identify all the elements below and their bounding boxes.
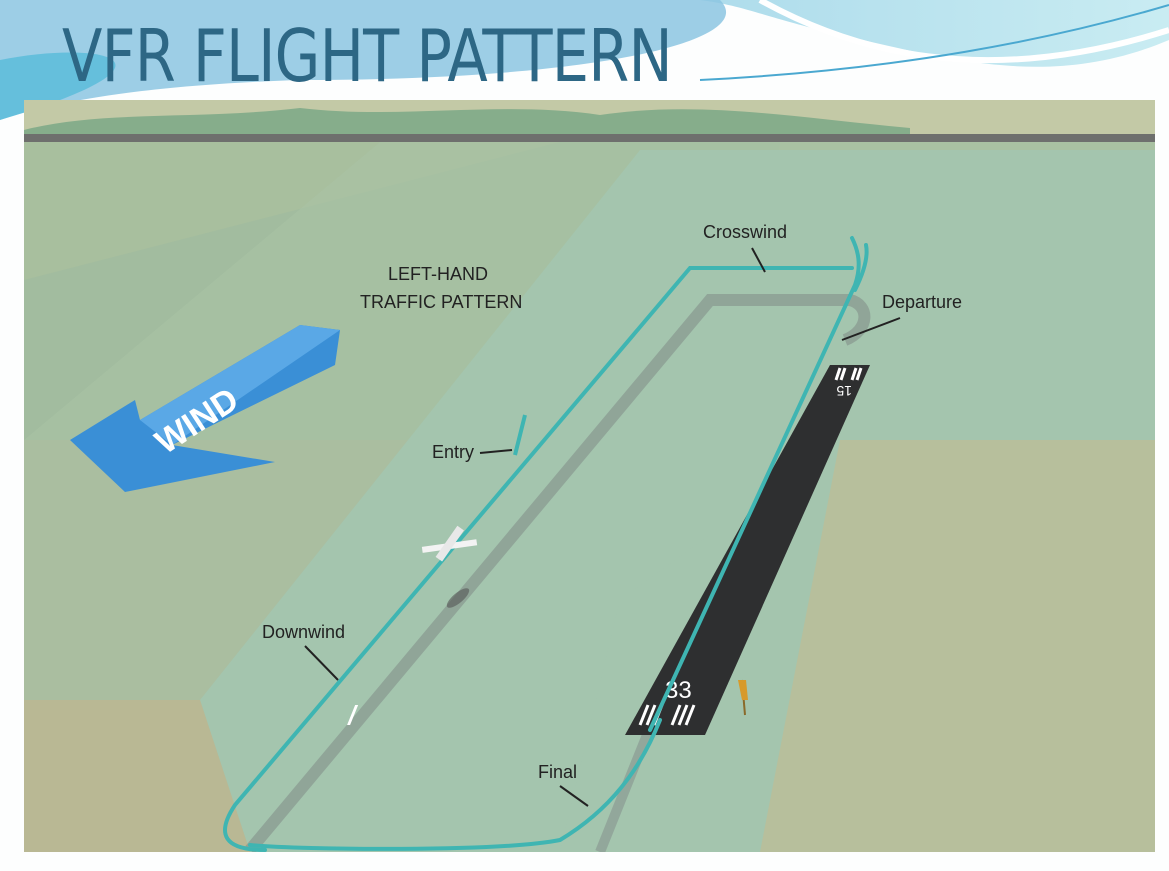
label-downwind: Downwind [262,622,345,642]
treeline [24,108,910,138]
traffic-pattern-diagram: 33 15 WIND LEFT-HAND TRAFFIC PATTERN Cro… [24,100,1155,852]
label-crosswind: Crosswind [703,222,787,242]
wind-arrow-icon [70,325,340,492]
airplane-icon [421,525,478,608]
runway-threshold-markings [347,705,359,725]
flight-path [223,236,869,852]
slide-title: VFR FLIGHT PATTERN [62,14,673,98]
runway-number-15: 15 [836,383,852,399]
label-entry: Entry [432,442,474,462]
runway [625,365,870,735]
label-departure: Departure [882,292,962,312]
pattern-heading-line1: LEFT-HAND [388,264,488,284]
road [24,134,1155,142]
entry-path [513,414,527,456]
pattern-heading-line2: TRAFFIC PATTERN [360,292,522,312]
label-final: Final [538,762,577,782]
